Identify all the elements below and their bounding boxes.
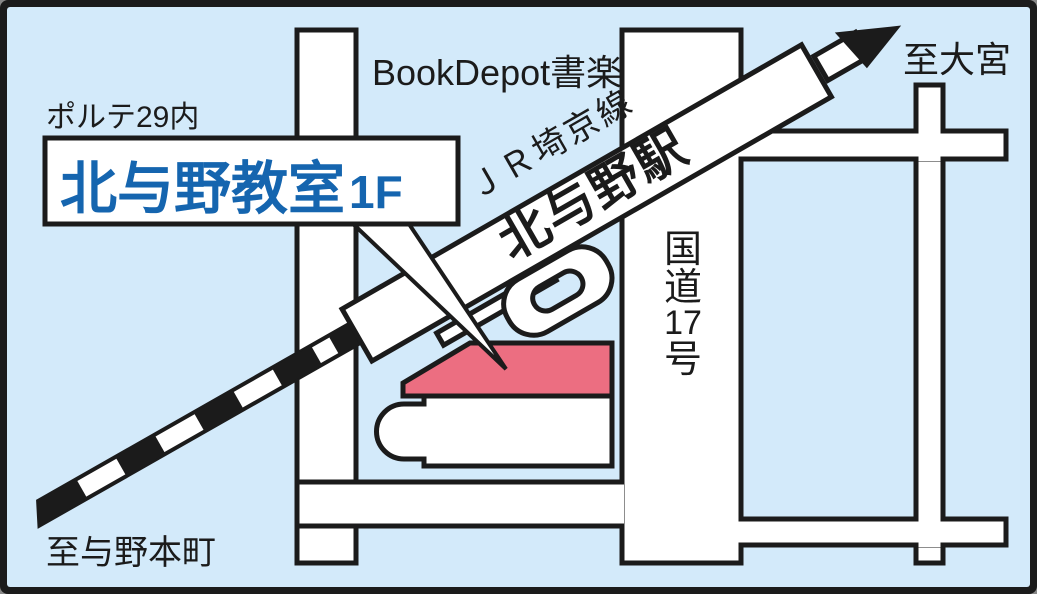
classroom-label: 北与野教室1F — [60, 157, 403, 221]
bus-rotary — [501, 244, 615, 338]
junction-merge — [737, 521, 747, 543]
classroom-name: 北与野教室 — [60, 157, 345, 221]
route17-char: 号 — [664, 339, 702, 381]
junction-merge — [918, 128, 941, 161]
right-road — [913, 82, 946, 566]
area-label: ポルテ29内 — [46, 101, 199, 134]
junction-merge — [300, 484, 624, 524]
track-stripe — [271, 345, 322, 388]
station-band — [338, 41, 835, 365]
classroom-floor: 1F — [349, 166, 403, 218]
direction-arrow-icon — [834, 25, 902, 69]
bookstore-label: BookDepot書楽 — [372, 52, 622, 93]
top-right-road — [738, 128, 1009, 162]
classroom-building-highlight — [400, 340, 615, 399]
bottom-right-road — [738, 516, 1009, 548]
route17-char: 17 — [664, 304, 702, 342]
track-stripe — [38, 479, 88, 526]
track-stripe — [193, 390, 244, 432]
junction-merge — [918, 516, 941, 547]
route17-char: 国 — [664, 229, 702, 271]
porte-building — [374, 393, 615, 469]
left-road — [294, 27, 359, 566]
track-stripe — [115, 434, 166, 477]
route17-char: 道 — [664, 267, 702, 309]
classroom-label-box — [42, 135, 461, 227]
to-yono-honmachi-label: 至与野本町 — [46, 534, 216, 572]
route17-label: 国 道 17 号 — [664, 229, 702, 381]
to-omiya-label: 至大宮 — [903, 39, 1011, 80]
